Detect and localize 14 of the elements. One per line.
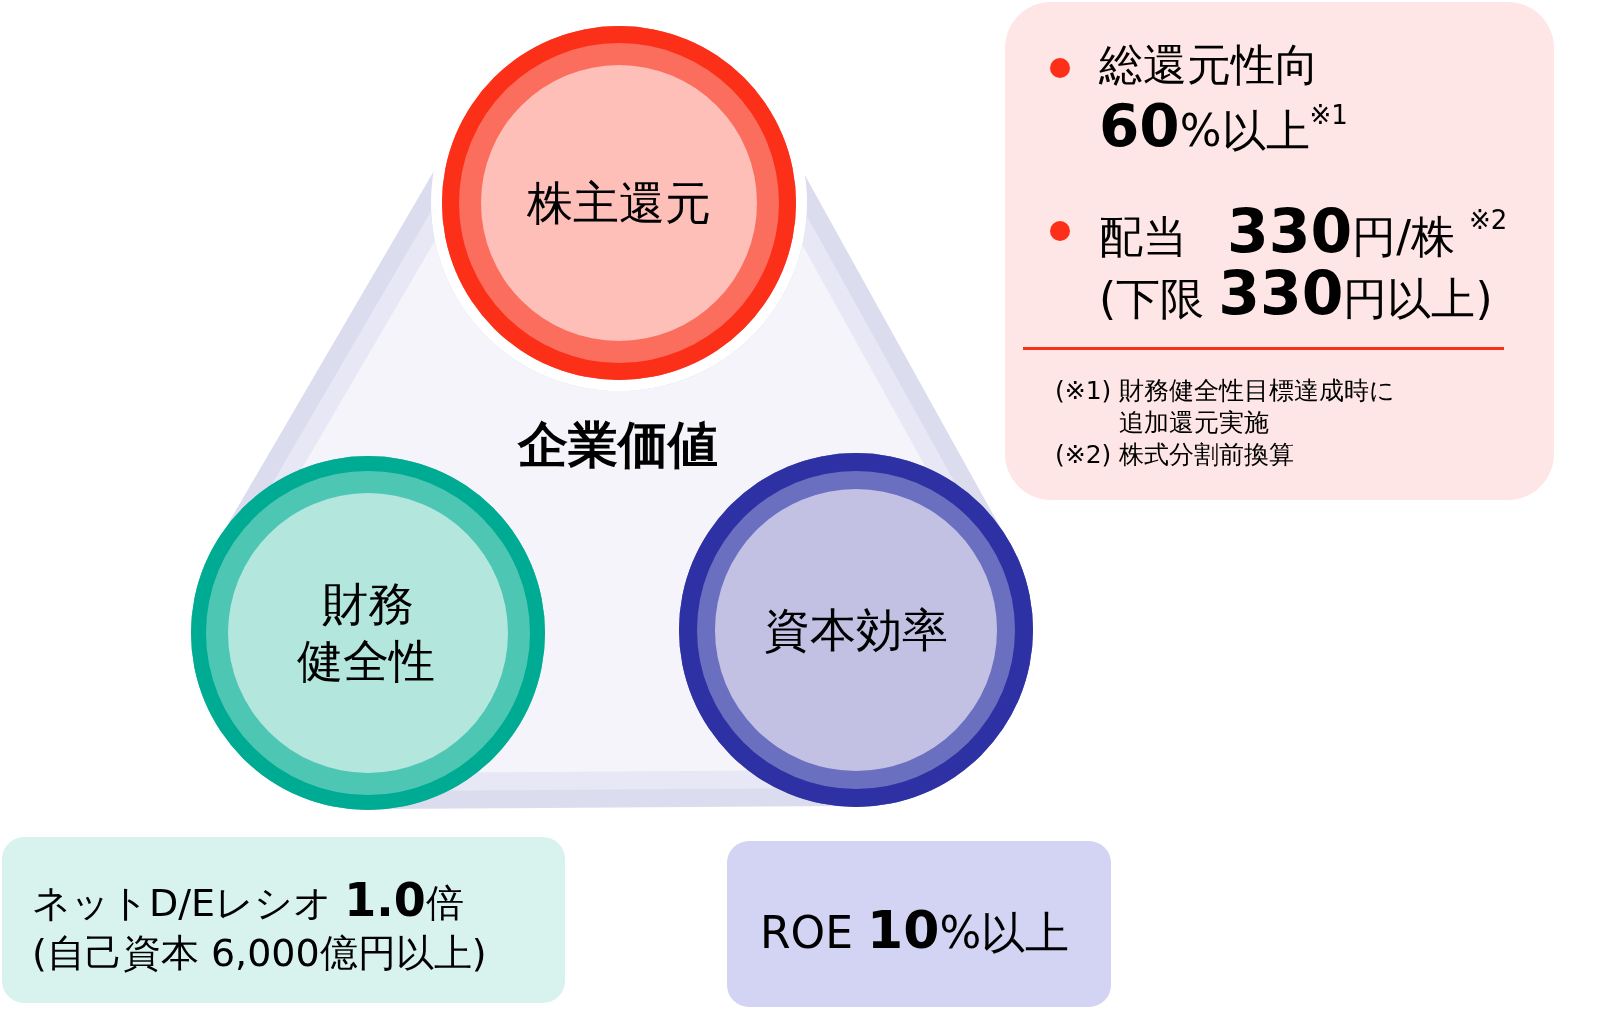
target-text: ROE 10%以上 [760,900,1070,962]
info-panel [2,837,565,1003]
target-text: ネットD/Eレシオ 1.0倍 [32,875,464,928]
footnote-text: (※2) 株式分割前換算 [1055,439,1296,471]
info-panel [1005,2,1554,500]
circle-label: 株主還元 [527,175,711,231]
bullet-heading: 総還元性向 [1099,40,1319,90]
info-panel [727,841,1111,1007]
circle-label: 資本効率 [764,602,948,658]
footnote-text: (※1) 財務健全性目標達成時に追加還元実施 [1055,375,1397,439]
target-note: (自己資本 6,000億円以上) [32,930,487,977]
circle-label: 財務健全性 [296,576,436,690]
center-title: 企業価値 [518,415,718,475]
value-text: 60%以上$^{※1}$ [1099,94,1348,162]
